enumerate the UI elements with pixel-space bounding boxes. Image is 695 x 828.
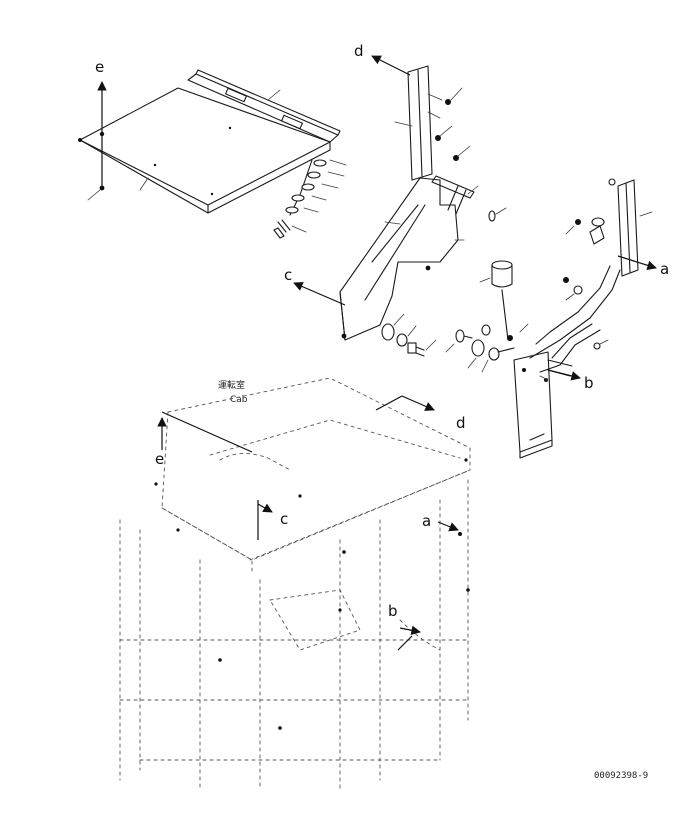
cab-label-en: Cab: [230, 395, 248, 405]
label-a-top: a: [660, 260, 669, 278]
arrow-c-top: [293, 282, 346, 306]
label-e-low: e: [155, 450, 164, 468]
label-e-top: e: [95, 58, 104, 76]
cab-arrow-b: [397, 625, 421, 651]
lower-hinge-plate: [513, 351, 573, 459]
cab-arrow-a: [437, 521, 459, 532]
arrow-a-top: [617, 255, 657, 270]
vertical-bracket: [394, 65, 471, 181]
label-d-top: d: [354, 42, 364, 60]
link-arm: [529, 265, 621, 373]
cab-arrow-e: [157, 411, 253, 453]
panel-rail: [187, 69, 341, 143]
label-c-top: c: [284, 266, 292, 284]
label-a-low: a: [422, 512, 431, 530]
label-b-top: b: [584, 374, 594, 392]
right-plate: [565, 178, 653, 277]
bracket-bolts: [381, 313, 437, 357]
arrow-b-top: [547, 369, 581, 381]
cab-label-jp: 運転室: [218, 379, 245, 391]
label-b-low: b: [388, 602, 398, 620]
cab-outline: [119, 377, 471, 791]
cab-arrow-c: [257, 500, 273, 540]
panel-fasteners: [273, 159, 347, 239]
cab-label: 運転室 Cab: [218, 379, 248, 405]
panel-arrow-e: [78, 81, 149, 201]
label-d-low: d: [456, 414, 466, 432]
main-bracket: [339, 175, 507, 341]
arrow-d-top: [371, 55, 411, 76]
figure-code: 00092398-9: [594, 771, 648, 781]
hinge-bolts: [445, 323, 529, 373]
cylinder-damper: [479, 260, 513, 341]
cab-arrow-d: [375, 395, 435, 411]
label-c-low: c: [280, 510, 288, 528]
cover-panel: [79, 87, 331, 214]
